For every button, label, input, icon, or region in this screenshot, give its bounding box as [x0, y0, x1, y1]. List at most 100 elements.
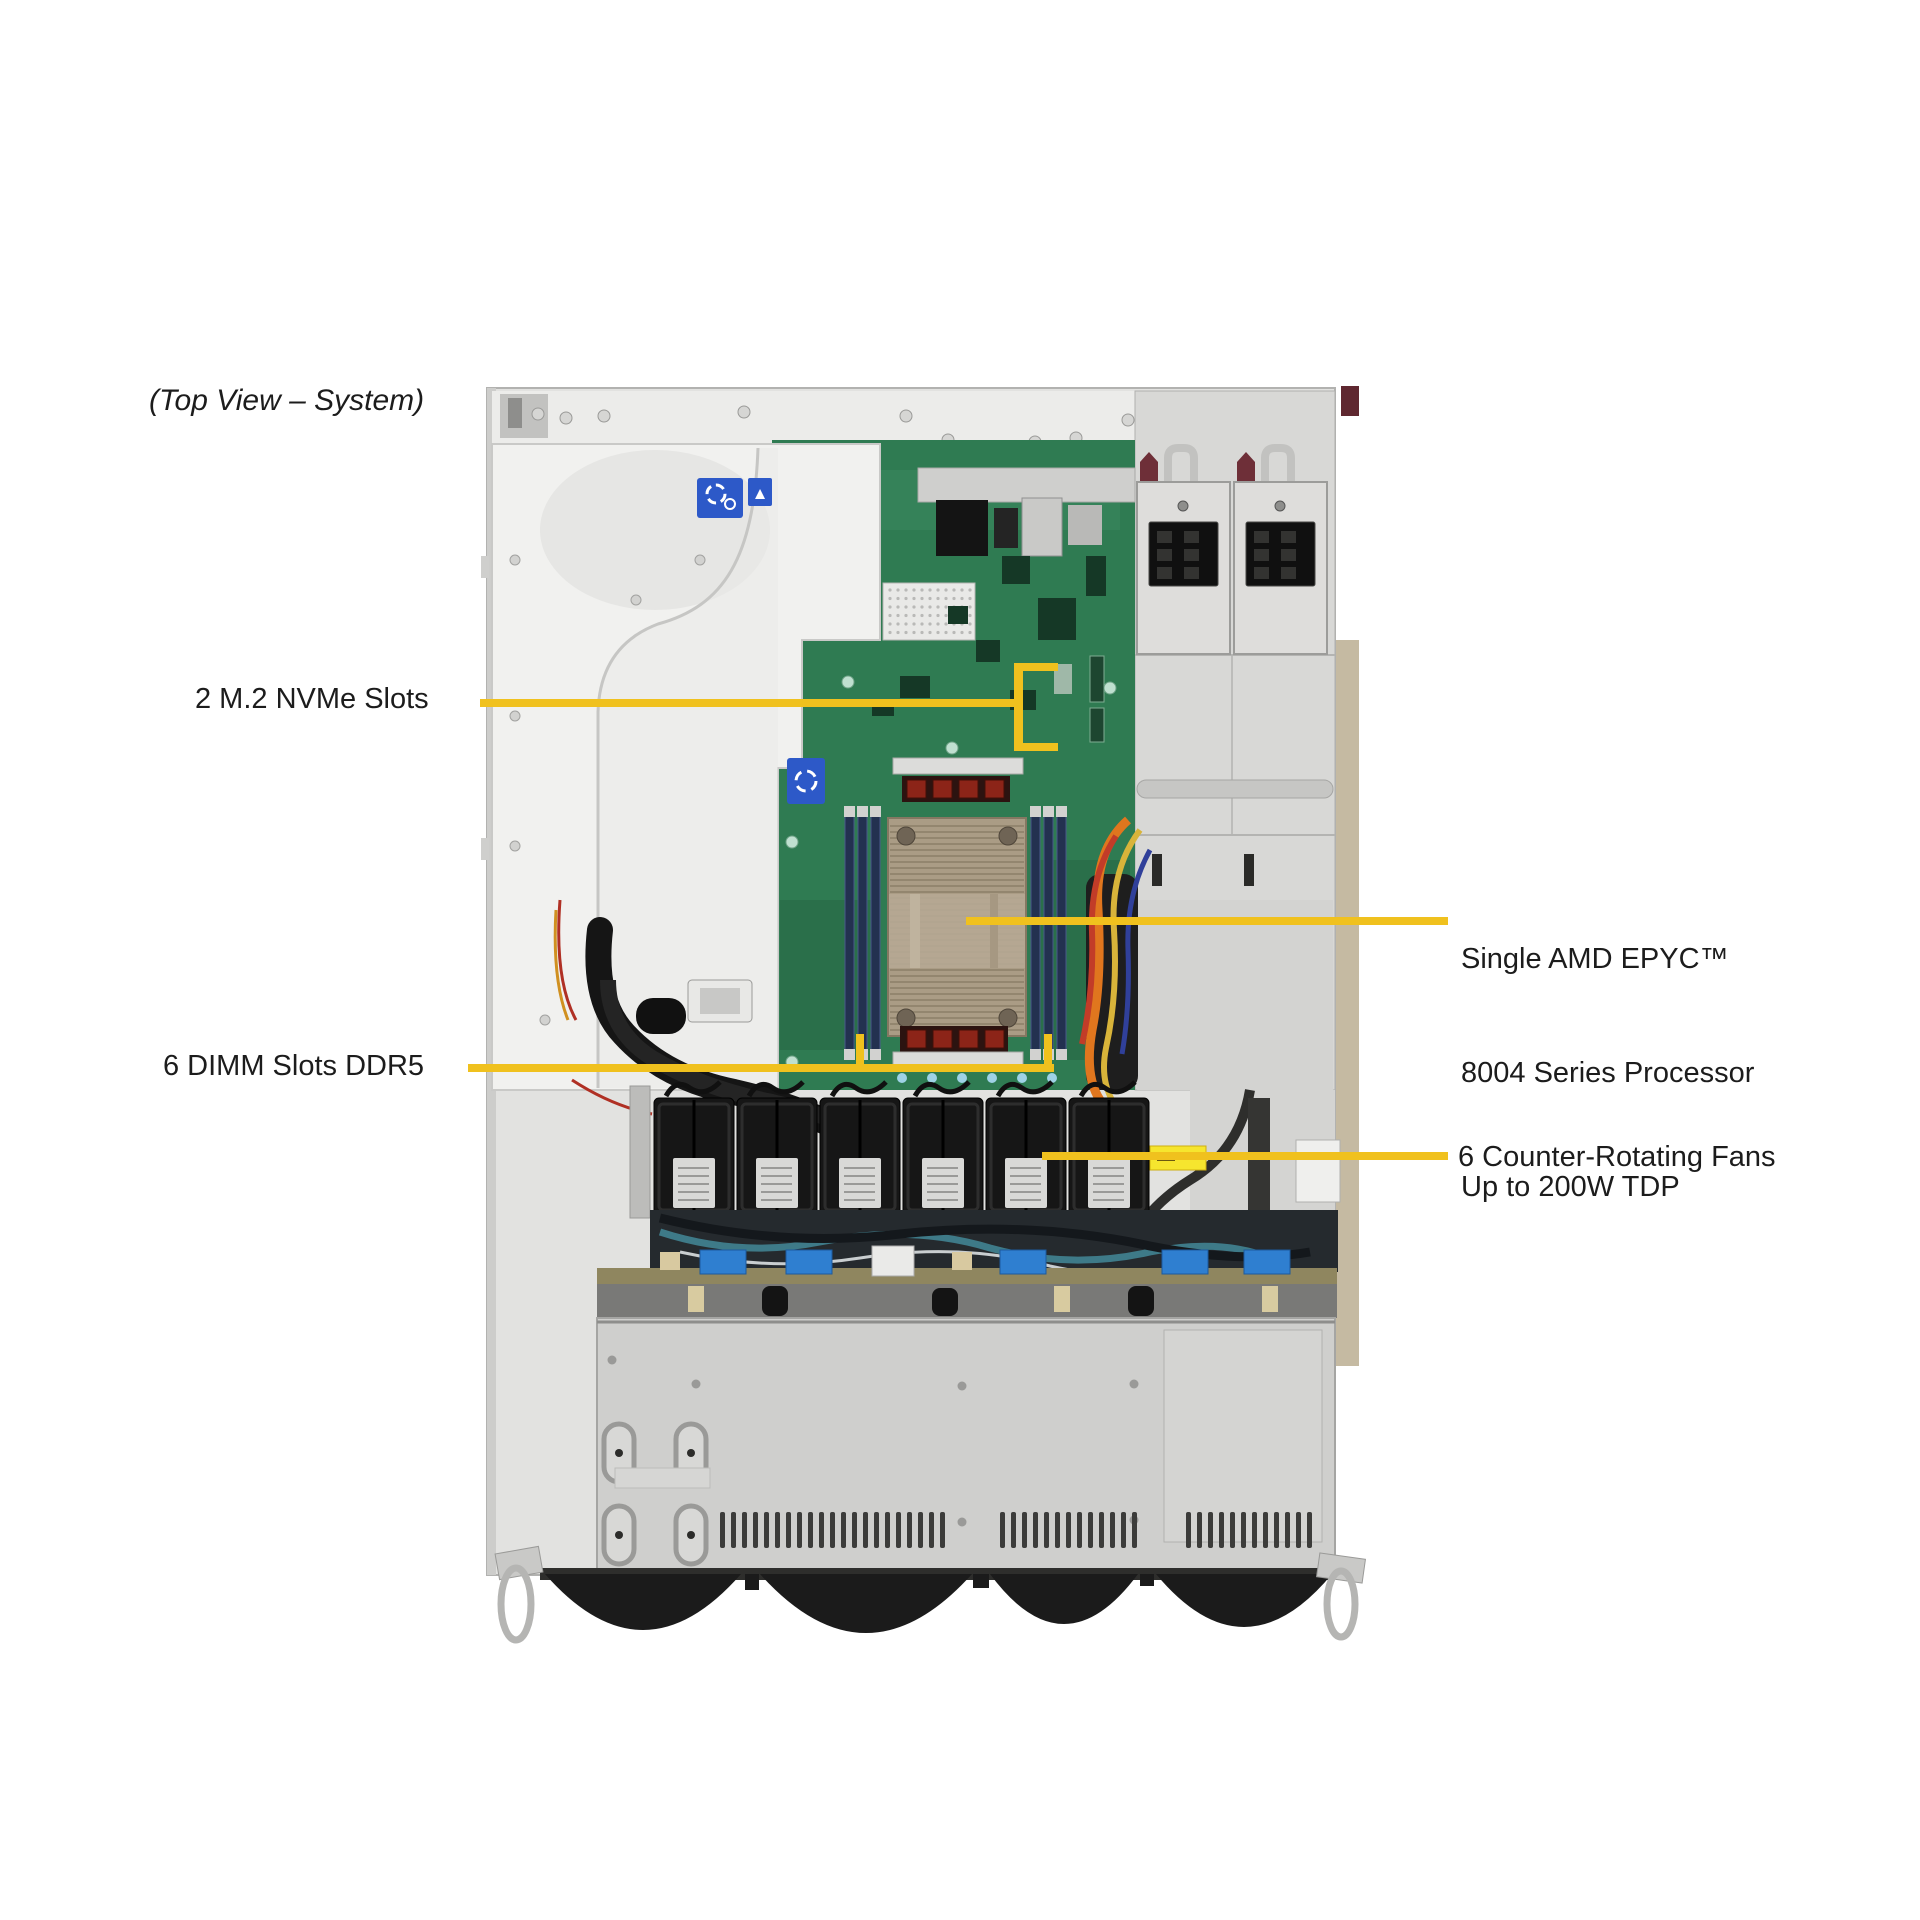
vent-slats	[720, 1512, 1312, 1548]
vent-slat	[808, 1512, 813, 1548]
callout-label-cpu: Single AMD EPYC™ 8004 Series Processor U…	[1461, 864, 1754, 1282]
m2-slot	[1089, 707, 1105, 743]
teal-cable	[658, 1228, 1272, 1264]
psu-latch	[1237, 452, 1255, 484]
fan	[653, 1080, 735, 1217]
backplane-connectors	[699, 1249, 1291, 1275]
standoff-posts	[762, 1286, 1154, 1316]
callout-label-m2: 2 M.2 NVMe Slots	[195, 683, 429, 715]
vent-slat	[918, 1512, 923, 1548]
vent-slat	[1044, 1512, 1049, 1548]
panel-recess	[1163, 1329, 1323, 1543]
vent-slat	[863, 1512, 868, 1548]
callout-label-fans: 6 Counter-Rotating Fans	[1458, 1141, 1776, 1173]
backplane	[597, 1245, 1337, 1318]
drive-bay-cover	[596, 1317, 1336, 1573]
vent-slat	[1121, 1512, 1126, 1548]
vent-slat	[874, 1512, 879, 1548]
recycle-label	[697, 478, 743, 518]
vent-slat	[1296, 1512, 1301, 1548]
vent-slat	[841, 1512, 846, 1548]
mounting-ear-right	[1315, 1552, 1367, 1641]
fan	[1068, 1080, 1150, 1217]
vent-slat	[1088, 1512, 1093, 1548]
vent-slat	[1252, 1512, 1257, 1548]
vent-slat	[775, 1512, 780, 1548]
service-label	[787, 758, 825, 804]
chassis-corner-latch	[1341, 386, 1359, 416]
page-title: (Top View – System)	[149, 384, 425, 417]
cable-tray	[650, 1210, 1338, 1278]
dimm-slot	[844, 806, 855, 1060]
psu-module	[1233, 444, 1328, 655]
rear-wall-panel	[492, 391, 1135, 444]
mounting-ear-left	[494, 1545, 544, 1644]
callout-tick-dimm-right	[1044, 1034, 1052, 1072]
usb-port	[994, 508, 1018, 548]
vent-slat	[797, 1512, 802, 1548]
callout-line-cpu	[966, 917, 1448, 925]
m2-slots	[1054, 655, 1105, 743]
fan	[736, 1080, 818, 1217]
callout-bracket-m2	[1014, 663, 1023, 751]
callout-line-dimm	[468, 1064, 1054, 1072]
cpu-heatsink	[887, 817, 1027, 1037]
dimm-bank-left	[844, 806, 881, 1060]
heatsink-screws	[896, 826, 1018, 1028]
backplane-connector	[1161, 1249, 1209, 1275]
fan	[902, 1080, 984, 1217]
dimm-slot	[1030, 806, 1041, 1060]
vent-slat	[731, 1512, 736, 1548]
psu-latch	[1140, 452, 1158, 484]
callout-tick-dimm-left	[856, 1034, 864, 1072]
psu-handle	[1164, 444, 1198, 484]
vent-slat	[1055, 1512, 1060, 1548]
vent-slat	[742, 1512, 747, 1548]
callout-line-fans	[1042, 1152, 1448, 1160]
backplane-connector	[785, 1249, 833, 1275]
callout-label-dimm: 6 DIMM Slots DDR5	[163, 1050, 425, 1082]
vent-slat	[1285, 1512, 1290, 1548]
vent-slat	[1000, 1512, 1005, 1548]
vent-slat	[1197, 1512, 1202, 1548]
vent-slat	[764, 1512, 769, 1548]
cables-right	[1079, 816, 1153, 1103]
backplane-edge	[597, 1268, 1337, 1284]
vent-slat	[819, 1512, 824, 1548]
vent-slat	[1241, 1512, 1246, 1548]
psu-module	[1136, 444, 1231, 655]
vent-slat	[830, 1512, 835, 1548]
callout-label-cpu-line1: Single AMD EPYC™	[1461, 943, 1729, 975]
dimm-slot	[1043, 806, 1054, 1060]
dimm-slot	[857, 806, 868, 1060]
rear-wall	[492, 391, 1135, 449]
vent-slat	[940, 1512, 945, 1548]
fan-bracket	[629, 1085, 651, 1219]
vent-slat	[1219, 1512, 1224, 1548]
warning-label: ▲	[748, 478, 772, 506]
vent-slat	[907, 1512, 912, 1548]
vent-slat	[1263, 1512, 1268, 1548]
chassis-front	[494, 1545, 1367, 1644]
vent-slat	[1274, 1512, 1279, 1548]
dimm-bank-right	[1030, 806, 1067, 1060]
vent-slat	[1110, 1512, 1115, 1548]
shroud-screws	[509, 554, 706, 1026]
vent-slat	[1186, 1512, 1191, 1548]
vent-slat	[1077, 1512, 1082, 1548]
backplane-connector	[1243, 1249, 1291, 1275]
psu-handle	[1261, 444, 1295, 484]
vent-slat	[786, 1512, 791, 1548]
backplane-connector	[699, 1249, 747, 1275]
io-shield-strip	[917, 467, 1136, 503]
lan-ports	[936, 500, 988, 556]
air-shroud: ▲	[481, 443, 881, 1091]
vent-slat	[1066, 1512, 1071, 1548]
power-connectors-top	[892, 757, 1024, 802]
callout-lines	[468, 663, 1448, 1171]
vent-slat	[885, 1512, 890, 1548]
backplane-connector-white	[871, 1245, 915, 1277]
vent-slat	[1132, 1512, 1137, 1548]
